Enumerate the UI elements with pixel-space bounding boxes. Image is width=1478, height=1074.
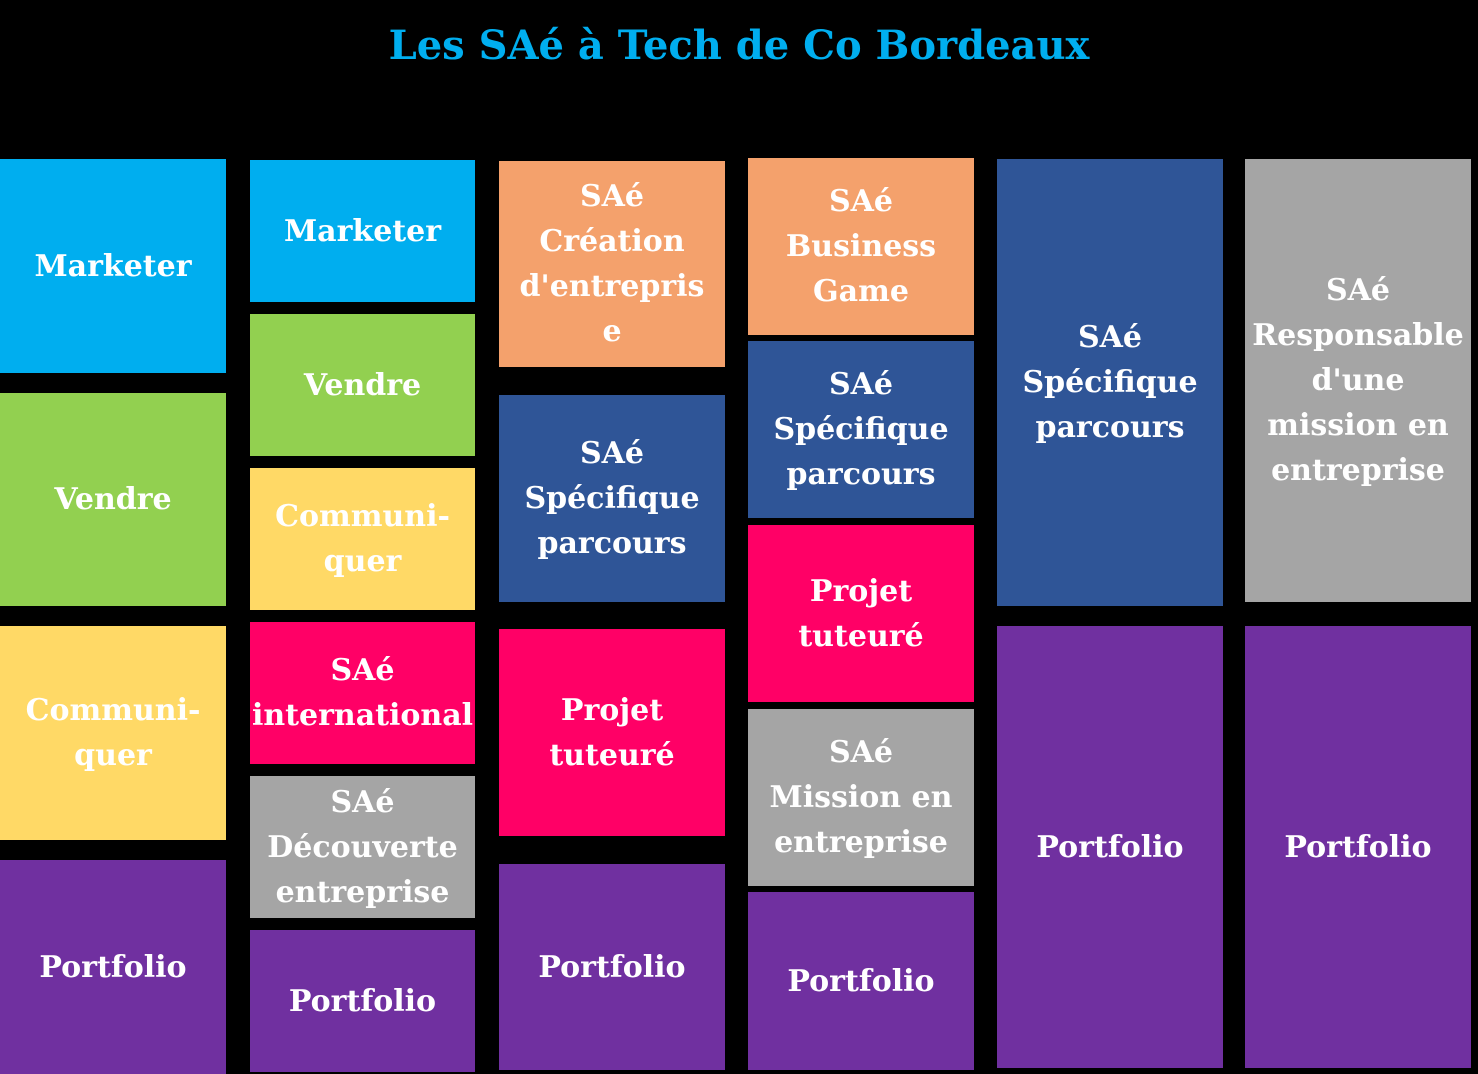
block-portfolio: Portfolio	[499, 864, 725, 1070]
block-communi-quer: Communi- quer	[250, 468, 475, 610]
block-label: SAé Responsable d'une mission en entrepr…	[1252, 273, 1464, 488]
block-label: SAé Création d'entrepris e	[519, 179, 705, 349]
block-label: Portfolio	[39, 949, 187, 985]
block-sae-decouverte-entreprise: SAé Découverte entreprise	[250, 776, 475, 918]
block-label: Portfolio	[288, 983, 437, 1019]
block-label: Vendre	[303, 367, 422, 403]
block-portfolio: Portfolio	[0, 860, 226, 1074]
block-projet-tuteure: Projet tuteuré	[748, 525, 974, 702]
block-sae-specifique-parcours: SAé Spécifique parcours	[997, 159, 1223, 606]
block-label: SAé Spécifique parcours	[524, 436, 700, 561]
block-label: SAé Business Game	[785, 184, 937, 309]
block-label: SAé Découverte entreprise	[267, 784, 458, 910]
block-projet-tuteure: Projet tuteuré	[499, 629, 725, 836]
block-sae-responsable-d-une-mission-en-entreprise: SAé Responsable d'une mission en entrepr…	[1245, 159, 1471, 602]
block-label: SAé international	[251, 653, 474, 733]
block-marketer: Marketer	[0, 159, 226, 373]
block-label: Communi- quer	[25, 693, 201, 773]
block-label: SAé Spécifique parcours	[773, 367, 949, 492]
block-label: Marketer	[34, 248, 192, 284]
block-sae-mission-en-entreprise: SAé Mission en entreprise	[748, 709, 974, 886]
block-label: Communi- quer	[275, 499, 450, 579]
block-label: SAé Mission en entreprise	[769, 735, 953, 860]
block-vendre: Vendre	[250, 314, 475, 456]
block-label: Marketer	[283, 213, 442, 249]
block-vendre: Vendre	[0, 393, 226, 606]
diagram-title: Les SAé à Tech de Co Bordeaux	[388, 22, 1090, 69]
block-marketer: Marketer	[250, 160, 475, 302]
block-label: SAé Spécifique parcours	[1022, 320, 1198, 445]
block-portfolio: Portfolio	[997, 626, 1223, 1068]
block-sae-specifique-parcours: SAé Spécifique parcours	[499, 395, 725, 602]
block-portfolio: Portfolio	[250, 930, 475, 1072]
block-sae-creation-d-entrepris-e: SAé Création d'entrepris e	[499, 161, 725, 367]
block-communi-quer: Communi- quer	[0, 626, 226, 840]
block-sae-international: SAé international	[250, 622, 475, 764]
block-label: Projet tuteuré	[798, 573, 924, 654]
block-portfolio: Portfolio	[748, 892, 974, 1070]
block-label: Portfolio	[538, 949, 686, 985]
block-sae-business-game: SAé Business Game	[748, 158, 974, 335]
block-label: Portfolio	[1284, 829, 1432, 865]
block-label: Projet tuteuré	[549, 692, 675, 773]
block-label: Portfolio	[1036, 829, 1184, 865]
block-portfolio: Portfolio	[1245, 626, 1471, 1068]
block-sae-specifique-parcours: SAé Spécifique parcours	[748, 341, 974, 518]
block-label: Vendre	[54, 482, 172, 517]
block-label: Portfolio	[787, 963, 935, 999]
